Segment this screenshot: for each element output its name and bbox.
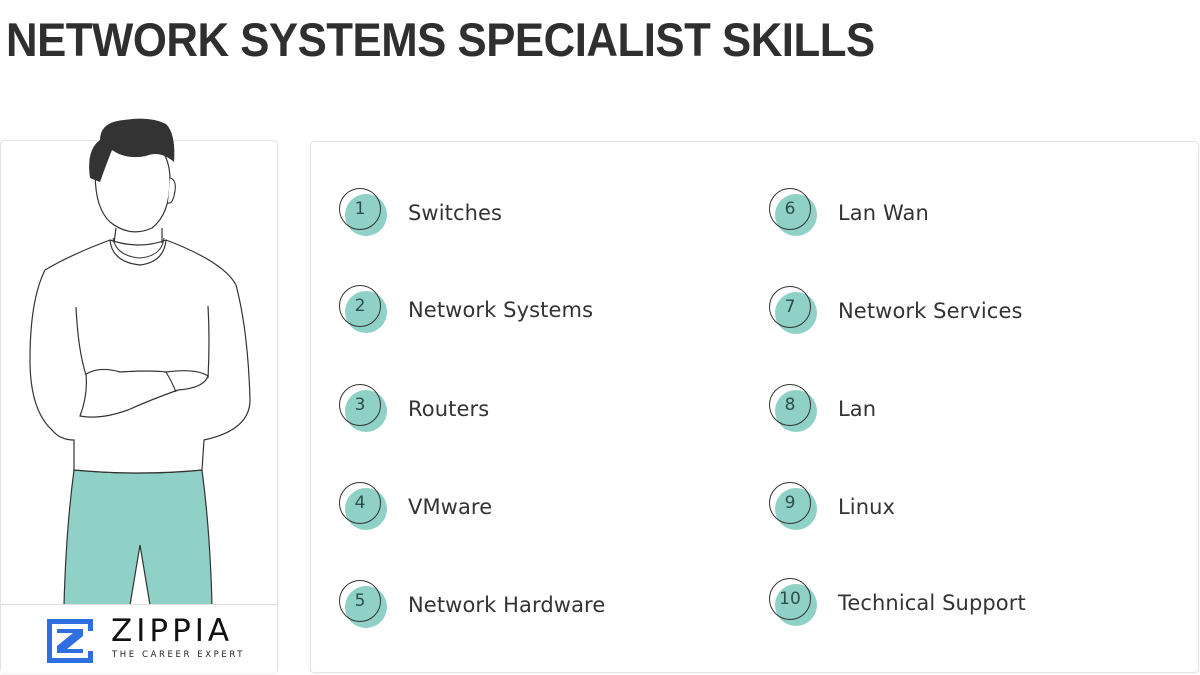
number-badge: 7 — [769, 286, 821, 336]
zippia-z-logo-icon — [47, 619, 93, 663]
skill-label: VMware — [408, 495, 493, 519]
skill-label: Linux — [838, 495, 896, 519]
skill-item: 5 Network Hardware — [339, 580, 605, 630]
number-badge: 6 — [769, 188, 821, 238]
number-badge: 8 — [769, 384, 821, 434]
brand-tagline: THE CAREER EXPERT — [112, 650, 246, 660]
skills-card — [310, 141, 1199, 673]
skill-label: Lan — [838, 397, 877, 421]
skill-label: Switches — [408, 201, 503, 225]
skill-item: 2 Network Systems — [339, 285, 593, 335]
number-badge: 10 — [769, 578, 821, 628]
skill-label: Technical Support — [838, 591, 1026, 615]
number-badge: 3 — [339, 384, 391, 434]
person-illustration-icon — [29, 118, 251, 605]
skill-item: 6 Lan Wan — [769, 188, 929, 238]
brand-name: ZIPPIA — [111, 613, 234, 649]
number-badge: 4 — [339, 482, 391, 532]
skill-label: Routers — [408, 397, 490, 421]
skill-item: 3 Routers — [339, 384, 489, 434]
skill-item: 10 Technical Support — [769, 578, 1026, 628]
skill-item: 9 Linux — [769, 482, 895, 532]
skill-item: 7 Network Services — [769, 286, 1023, 336]
skill-label: Network Services — [838, 299, 1023, 323]
skill-label: Lan Wan — [838, 201, 929, 225]
skill-item: 1 Switches — [339, 188, 502, 238]
number-badge: 1 — [339, 188, 391, 238]
number-badge: 2 — [339, 285, 391, 335]
skill-label: Network Hardware — [408, 593, 606, 617]
brand-footer: ZIPPIA THE CAREER EXPERT — [1, 604, 277, 673]
number-badge: 9 — [769, 482, 821, 532]
skill-label: Network Systems — [408, 298, 594, 322]
number-badge: 5 — [339, 580, 391, 630]
skill-item: 4 VMware — [339, 482, 492, 532]
page-title: NETWORK SYSTEMS SPECIALIST SKILLS — [6, 13, 875, 66]
skill-item: 8 Lan — [769, 384, 876, 434]
